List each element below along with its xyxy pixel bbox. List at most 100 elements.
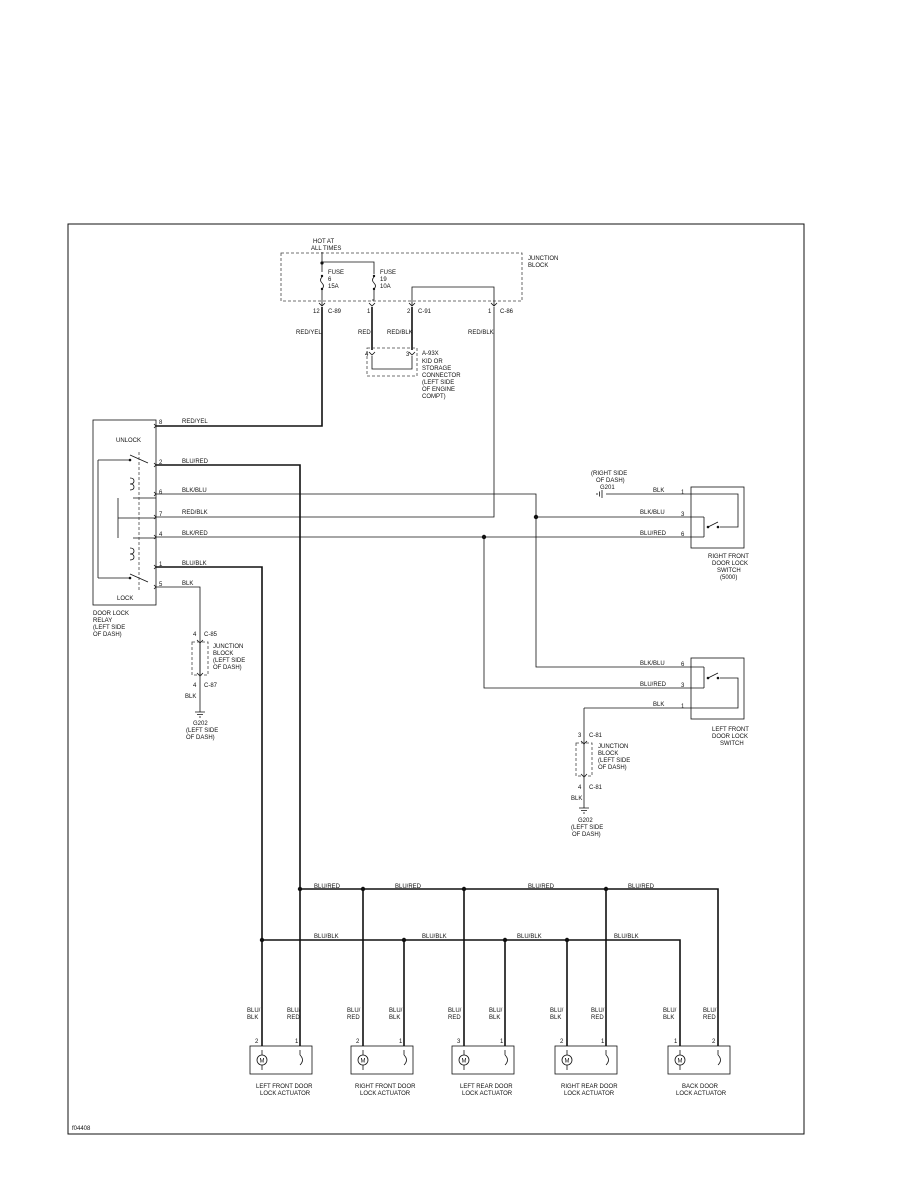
act4-lw-1: BLU/ — [550, 1008, 564, 1014]
connector-c86: C-86 — [500, 309, 514, 315]
right-jb-text-4: OF DASH) — [598, 765, 627, 771]
act4-name-1: RIGHT REAR DOOR — [561, 1084, 618, 1090]
act5-rw-2: RED — [703, 1015, 716, 1021]
bus-blublk-1: BLU/BLK — [314, 934, 339, 940]
act1-rw-2: RED — [287, 1015, 300, 1021]
wire-label-redblk: RED/BLK — [387, 330, 413, 336]
act1-lw-2: BLK — [247, 1015, 258, 1021]
rf-ground-1: (RIGHT SIDE — [591, 471, 627, 477]
pin-1a: 1 — [367, 309, 371, 315]
act5-name-1: BACK DOOR — [682, 1084, 719, 1090]
right-junction-block: 3 C-81 JUNCTION BLOCK (LEFT SIDE OF DASH… — [571, 708, 630, 838]
rf-pin-3: 3 — [681, 512, 685, 518]
act1-name-1: LEFT FRONT DOOR — [256, 1084, 313, 1090]
pin-12: 12 — [313, 309, 320, 315]
act4-name-2: LOCK ACTUATOR — [564, 1091, 615, 1097]
relay-name-4: OF DASH) — [93, 632, 122, 638]
act4-pin-a: 2 — [560, 1039, 564, 1045]
right-jb-pin4: 4 — [578, 785, 582, 791]
act1-motor-label: M — [260, 1059, 265, 1065]
act3-motor-label: M — [462, 1059, 467, 1065]
relay-wire-blkred: BLK/RED — [182, 531, 208, 537]
bus-blublk-4: BLU/BLK — [614, 934, 639, 940]
fuse19-label: FUSE — [380, 270, 396, 276]
right-ground-2: (LEFT SIDE — [571, 825, 603, 831]
act2-pin-b: 1 — [399, 1039, 403, 1045]
junction-block-top: HOT AT ALL TIMES JUNCTION BLOCK FUSE 6 1… — [280, 239, 558, 315]
actuator-right-rear: BLU/ BLK BLU/ RED 2 1 M RIGHT REAR DOOR … — [550, 1008, 618, 1097]
act2-lw-1: BLU/ — [347, 1008, 361, 1014]
rf-ground-3: G201 — [600, 485, 615, 491]
left-jb-text-3: (LEFT SIDE — [213, 658, 245, 664]
storage-text-1: KID OR — [422, 359, 443, 365]
rf-name-2: DOOR LOCK — [712, 561, 748, 567]
act2-name-2: LOCK ACTUATOR — [360, 1091, 411, 1097]
rf-pin-1: 1 — [681, 490, 685, 496]
right-jb-text-1: JUNCTION — [598, 744, 628, 750]
relay-wire-redblk: RED/BLK — [182, 510, 208, 516]
storage-text-5: OF ENGINE — [422, 387, 455, 393]
right-front-door-lock-switch: (RIGHT SIDE OF DASH) G201 BLK BLK/BLU BL… — [536, 471, 749, 581]
relay-pin-8: 8 — [159, 420, 163, 426]
wire-label-redblk-2: RED/BLK — [468, 330, 494, 336]
connector-c91: C-91 — [418, 309, 432, 315]
act3-rw-2: BLK — [489, 1015, 500, 1021]
act4-pin-b: 1 — [601, 1039, 605, 1045]
bus-blublk-2: BLU/BLK — [422, 934, 447, 940]
right-jb-text-3: (LEFT SIDE — [598, 758, 630, 764]
relay-wire-blkblu: BLK/BLU — [182, 488, 207, 494]
lf-name-2: DOOR LOCK — [712, 734, 748, 740]
storage-text-6: COMPT) — [422, 394, 446, 400]
rf-wire-blkblu: BLK/BLU — [640, 510, 665, 516]
act2-name-1: RIGHT FRONT DOOR — [355, 1084, 416, 1090]
right-ground-3: OF DASH) — [572, 832, 601, 838]
rf-ground-2: OF DASH) — [596, 478, 625, 484]
junction-block-label: JUNCTION — [528, 256, 558, 262]
act4-rw-2: RED — [591, 1015, 604, 1021]
rf-pin-6: 6 — [681, 532, 685, 538]
storage-connector: 4 3 A-93X KID OR STORAGE CONNECTOR (LEFT… — [365, 307, 461, 400]
splice-dots — [259, 514, 609, 943]
diagram-frame — [67, 223, 805, 1135]
ground-g202-right-symbol — [579, 807, 589, 814]
relay-pin-2: 2 — [159, 460, 163, 466]
lf-wire-blkblu: BLK/BLU — [640, 661, 665, 667]
act1-pin-b: 1 — [295, 1039, 299, 1045]
actuator-left-front: BLU/ BLK BLU/ RED 2 1 M LEFT FRONT DOOR … — [247, 1008, 313, 1097]
right-jb-wire-blk: BLK — [571, 796, 582, 802]
act5-pin-b: 2 — [712, 1039, 716, 1045]
act1-pin-a: 2 — [255, 1039, 259, 1045]
act2-pin-a: 2 — [356, 1039, 360, 1045]
act1-name-2: LOCK ACTUATOR — [260, 1091, 311, 1097]
storage-pin-3: 3 — [406, 352, 410, 358]
act5-motor-label: M — [678, 1059, 683, 1065]
hot-label: HOT AT — [313, 239, 334, 245]
act5-name-2: LOCK ACTUATOR — [676, 1091, 727, 1097]
relay-wire-redyel: RED/YEL — [182, 419, 208, 425]
left-front-door-lock-switch: BLK/BLU BLU/RED BLK 6 3 1 LEFT FRONT DOO… — [483, 537, 749, 747]
lf-pin-3: 3 — [681, 683, 685, 689]
door-lock-relay: UNLOCK LOCK 8 2 6 7 4 1 5 DOOR LOCK RELA… — [92, 419, 163, 638]
act3-lw-1: BLU/ — [448, 1008, 462, 1014]
act3-name-2: LOCK ACTUATOR — [462, 1091, 513, 1097]
left-jb-text-2: BLOCK — [213, 651, 233, 657]
act3-lw-2: RED — [448, 1015, 461, 1021]
relay-name-3: (LEFT SIDE — [93, 625, 125, 631]
act4-lw-2: BLK — [550, 1015, 561, 1021]
left-jb-wire-blk: BLK — [185, 694, 196, 700]
left-ground-3: OF DASH) — [186, 735, 215, 741]
act2-rw-1: BLU/ — [389, 1008, 403, 1014]
fuse6-amps: 15A — [328, 284, 339, 290]
storage-connector-id: A-93X — [422, 351, 439, 357]
actuator-right-front: BLU/ RED BLU/ BLK 2 1 M RIGHT FRONT DOOR… — [347, 1008, 416, 1097]
act2-lw-2: RED — [347, 1015, 360, 1021]
rf-wire-blk: BLK — [653, 488, 664, 494]
relay-wiring: RED/YEL BLU/RED BLK/BLU RED/BLK BLK/RED … — [156, 307, 691, 1046]
fuse6-num: 6 — [328, 277, 332, 283]
left-jb-pin4a: 4 — [193, 632, 197, 638]
lf-wire-blk: BLK — [653, 702, 664, 708]
fuse19-num: 19 — [380, 277, 387, 283]
right-jb-c81a: C-81 — [589, 733, 603, 739]
rf-name-3: SWITCH — [717, 568, 741, 574]
